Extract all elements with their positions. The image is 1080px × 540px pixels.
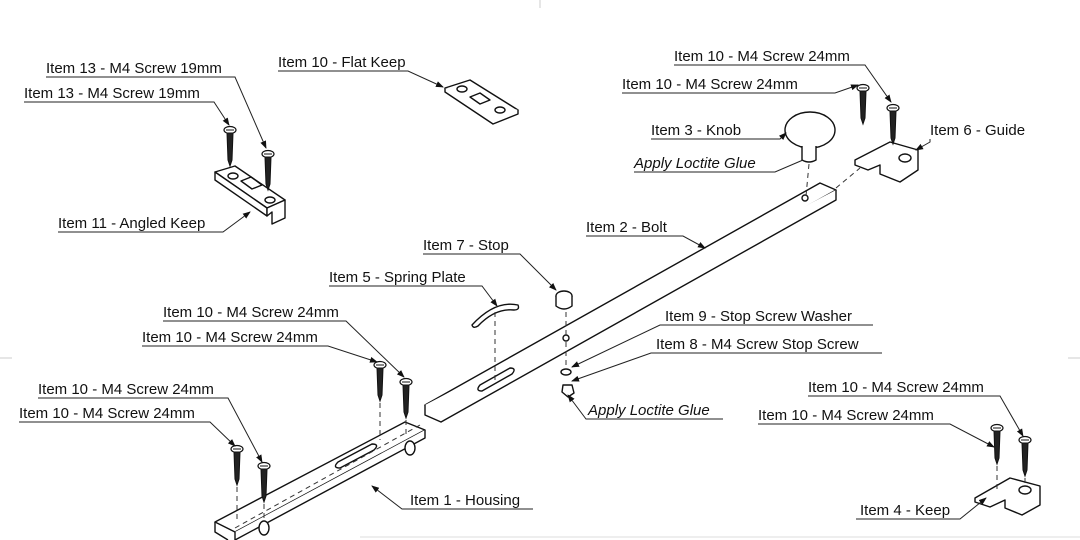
- label-guide: Item 6 - Guide: [930, 122, 1025, 139]
- label-stop-washer: Item 9 - Stop Screw Washer: [665, 308, 852, 325]
- housing-screw-a: [230, 444, 244, 486]
- label-bolt: Item 2 - Bolt: [586, 219, 668, 236]
- screw-13-a: [223, 125, 237, 167]
- label-keep-screw-b: Item 10 - M4 Screw 24mm: [758, 407, 934, 424]
- label-angled-keep: Item 11 - Angled Keep: [58, 215, 205, 232]
- keep-screw-b: [1018, 435, 1032, 477]
- stop-part: [555, 290, 573, 335]
- label-loctite-stop: Apply Loctite Glue: [587, 402, 710, 419]
- label-knob: Item 3 - Knob: [651, 122, 741, 139]
- label-housing-screw-c: Item 10 - M4 Screw 24mm: [38, 381, 214, 398]
- label-screw-13-b: Item 13 - M4 Screw 19mm: [24, 85, 200, 102]
- label-housing: Item 1 - Housing: [410, 492, 520, 509]
- housing-part: [214, 360, 426, 540]
- label-stop-screw: Item 8 - M4 Screw Stop Screw: [656, 336, 859, 353]
- label-keep: Item 4 - Keep: [860, 502, 950, 519]
- flat-keep-part: [444, 79, 519, 125]
- label-housing-screw-b: Item 10 - M4 Screw 24mm: [142, 329, 318, 346]
- label-keep-screw-a: Item 10 - M4 Screw 24mm: [808, 379, 984, 396]
- angled-keep-part: [214, 125, 286, 225]
- label-flat-keep: Item 10 - Flat Keep: [278, 54, 406, 71]
- label-spring-plate: Item 5 - Spring Plate: [329, 269, 466, 286]
- leader-lines: [19, 64, 1024, 520]
- label-guide-screw-b: Item 10 - M4 Screw 24mm: [622, 76, 798, 93]
- guide-screw-a: [856, 83, 870, 125]
- housing-screw-d: [399, 377, 413, 419]
- label-stop: Item 7 - Stop: [423, 237, 509, 254]
- guide-part: [835, 83, 919, 189]
- label-guide-screw-a: Item 10 - M4 Screw 24mm: [674, 48, 850, 65]
- label-housing-screw-d: Item 10 - M4 Screw 24mm: [19, 405, 195, 422]
- spring-plate-part: [471, 303, 520, 380]
- label-housing-screw-a: Item 10 - M4 Screw 24mm: [163, 304, 339, 321]
- label-loctite-knob: Apply Loctite Glue: [633, 155, 756, 172]
- label-screw-13-a: Item 13 - M4 Screw 19mm: [46, 60, 222, 77]
- housing-screw-c: [373, 360, 387, 402]
- keep-part: [974, 423, 1041, 516]
- keep-screw-a: [990, 423, 1004, 465]
- knob-part: [784, 111, 836, 197]
- guide-screw-b: [886, 103, 900, 145]
- screw-13-b: [261, 149, 275, 191]
